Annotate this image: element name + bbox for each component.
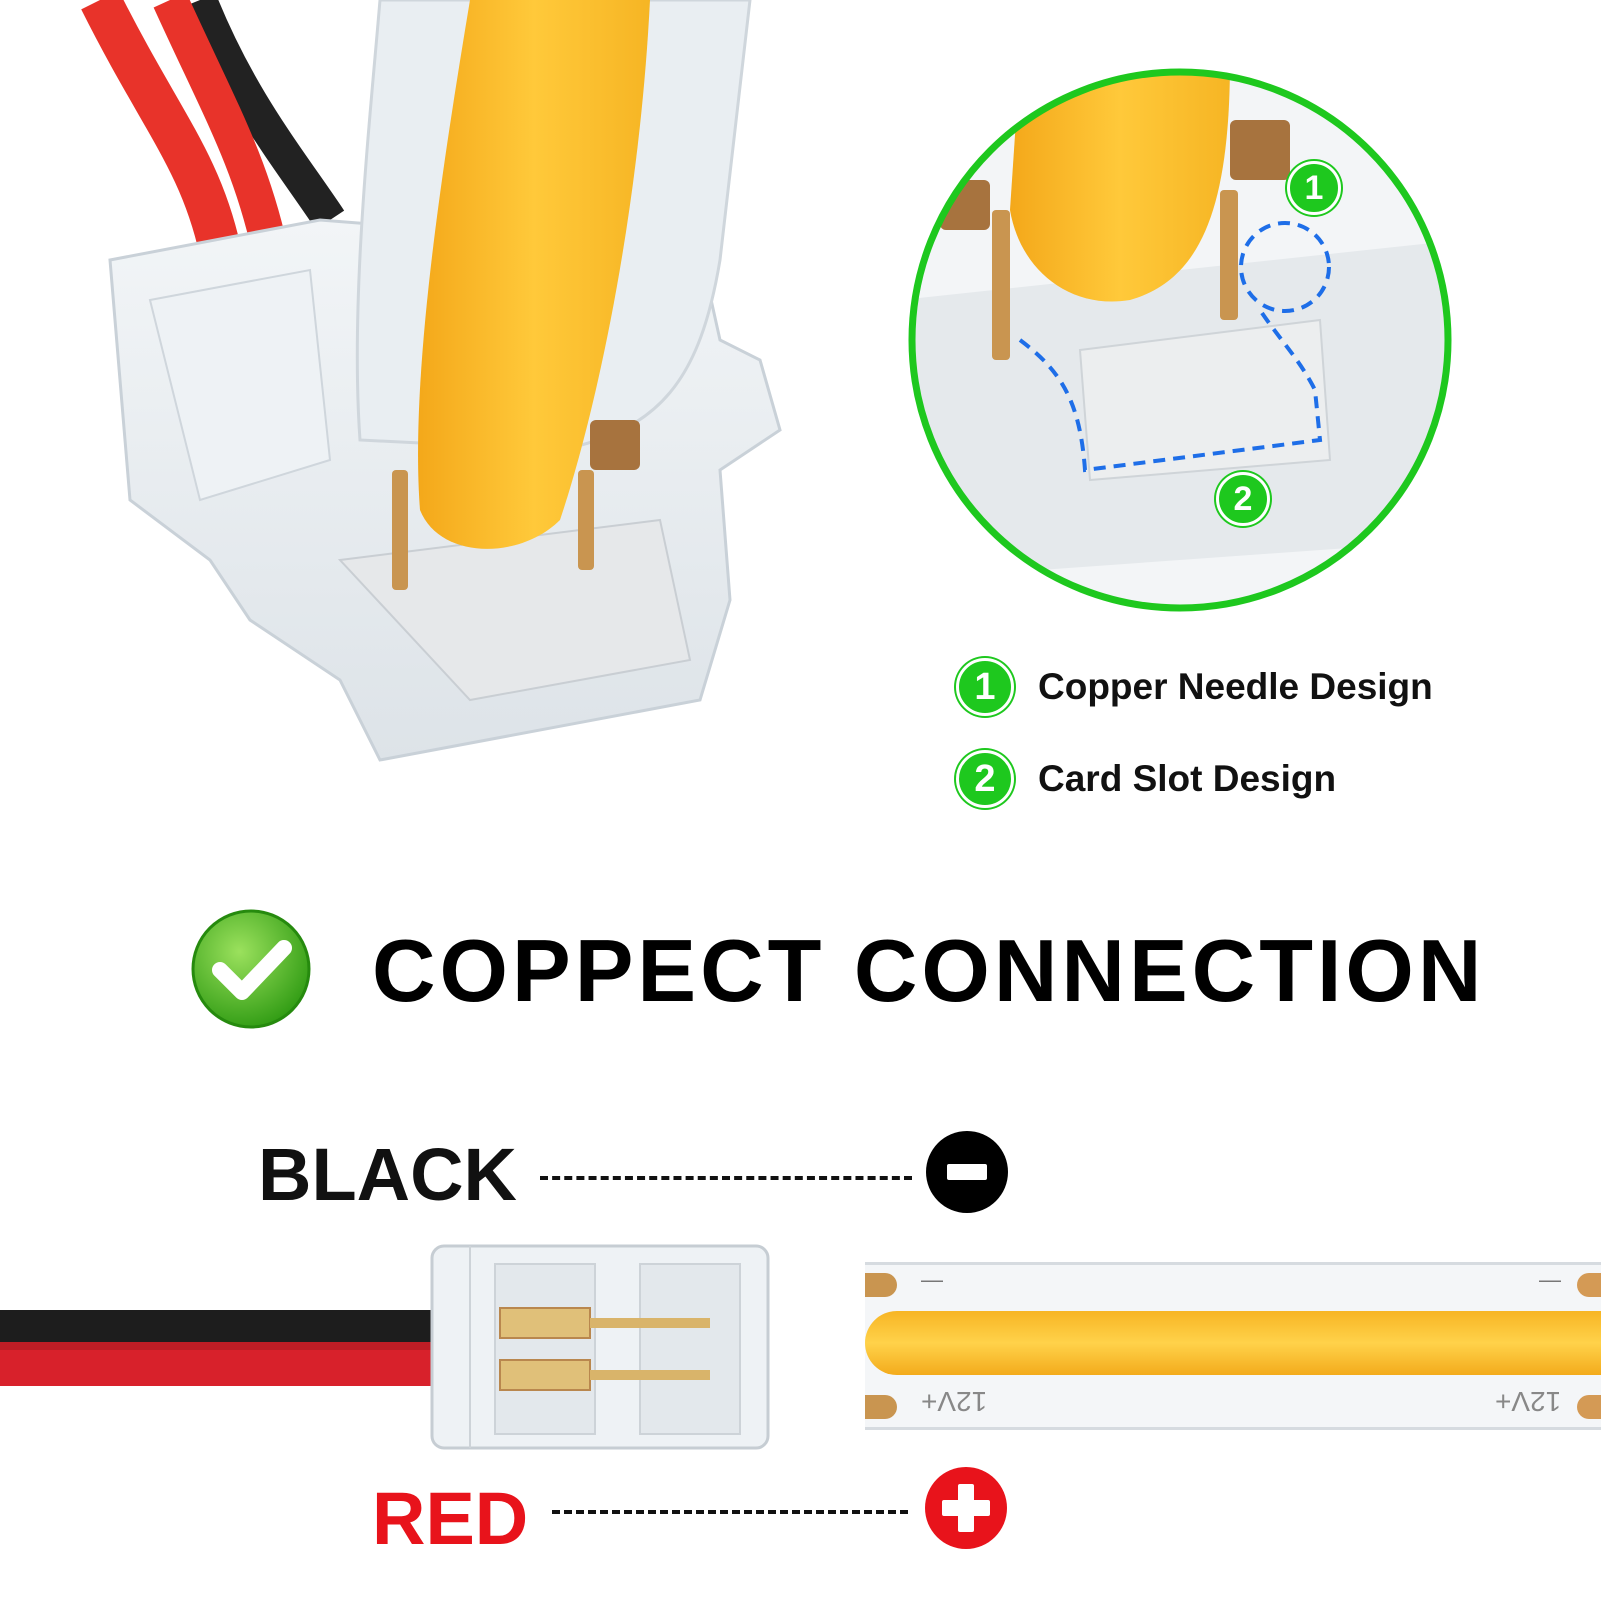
strip-led-band xyxy=(865,1311,1601,1375)
plus-icon xyxy=(925,1467,1007,1549)
strip-copper-pad-bottom-right xyxy=(1577,1395,1601,1419)
connector-photo-top xyxy=(81,0,782,762)
strip-minus-marking-left: — xyxy=(921,1267,943,1292)
feature-label-2: Card Slot Design xyxy=(1038,758,1337,799)
feature-badge-1: 1 xyxy=(956,658,1014,716)
cob-led-strip: — — 12V+ 12V+ xyxy=(865,1262,1601,1430)
strip-copper-pad-bottom-left xyxy=(865,1395,897,1419)
red-wire-label: RED xyxy=(372,1477,529,1560)
wired-connector xyxy=(0,1244,770,1450)
detail-marker-2: 2 xyxy=(1216,472,1270,526)
detail-marker-1: 1 xyxy=(1287,161,1341,215)
zoom-detail-circle xyxy=(908,68,1452,612)
feature-badge-2: 2 xyxy=(956,750,1014,808)
feature-label-1: Copper Needle Design xyxy=(1038,666,1433,707)
strip-copper-pad-top-right xyxy=(1577,1273,1601,1297)
minus-icon xyxy=(926,1131,1008,1213)
headline-correct-connection: COPPECT CONNECTION xyxy=(372,921,1486,1020)
black-wire-label: BLACK xyxy=(258,1133,517,1216)
feature-card-slot: 2 Card Slot Design xyxy=(956,750,1336,808)
strip-minus-marking-right: — xyxy=(1539,1267,1561,1292)
strip-copper-pad-top-left xyxy=(865,1273,897,1297)
strip-voltage-marking-right: 12V+ xyxy=(1494,1386,1561,1417)
strip-voltage-marking-left: 12V+ xyxy=(921,1386,988,1417)
check-icon xyxy=(191,909,311,1029)
feature-copper-needle: 1 Copper Needle Design xyxy=(956,658,1433,716)
red-dashed-line xyxy=(552,1510,908,1514)
black-dashed-line xyxy=(540,1176,912,1180)
